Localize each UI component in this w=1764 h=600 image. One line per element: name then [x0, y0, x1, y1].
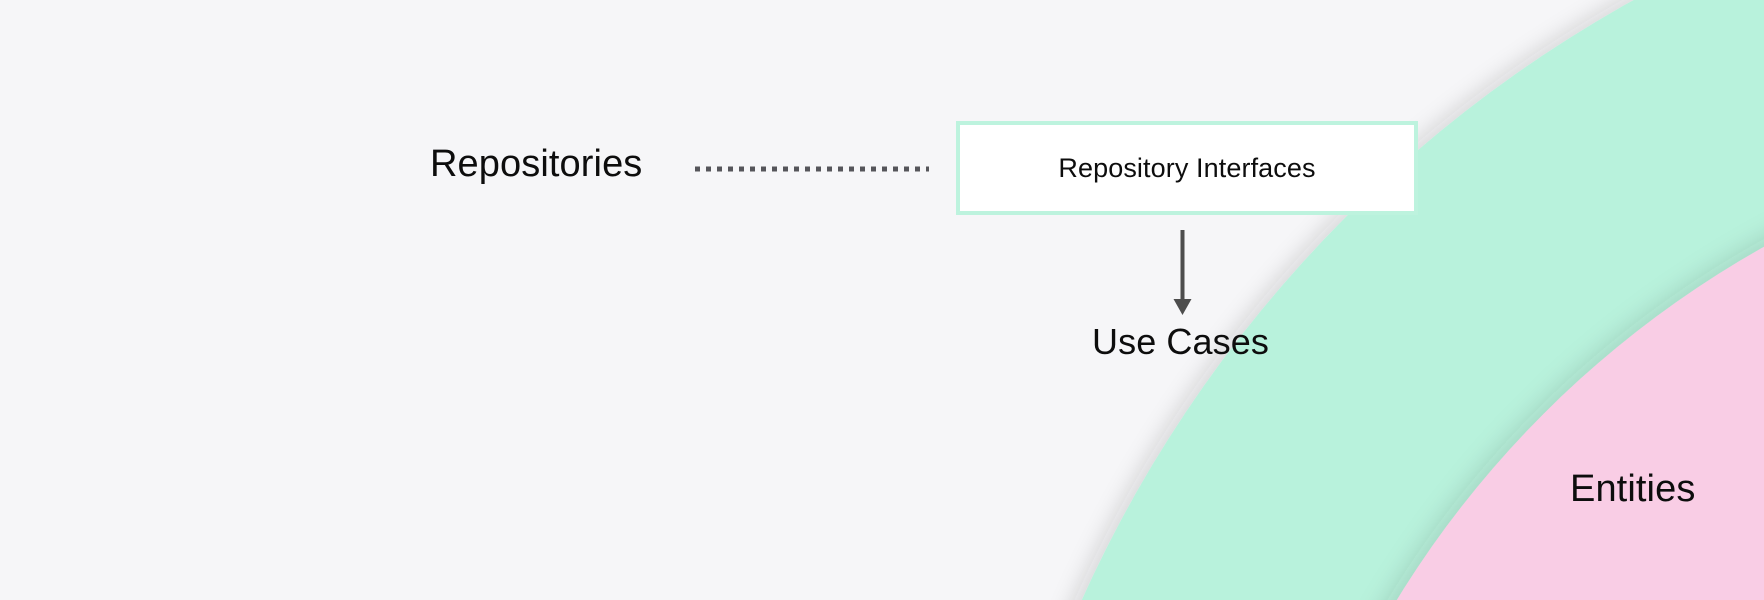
use-cases-ring [1396, 246, 1764, 600]
entities-label: Entities [1570, 468, 1696, 510]
repositories-to-interfaces-connector [695, 166, 929, 172]
interfaces-to-use-cases-arrow-icon [1173, 230, 1192, 315]
repository-interfaces-label: Repository Interfaces [1058, 152, 1316, 183]
repositories-label: Repositories [430, 143, 643, 185]
use-cases-label: Use Cases [1092, 321, 1269, 362]
repository-interfaces-box[interactable]: Repository Interfaces [956, 121, 1418, 215]
